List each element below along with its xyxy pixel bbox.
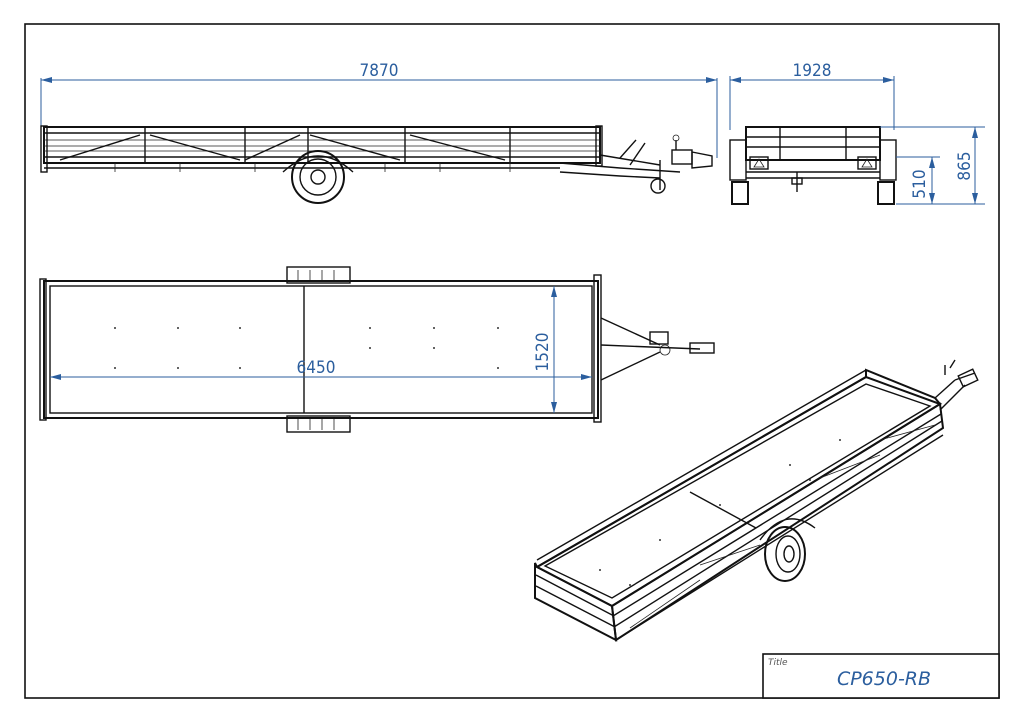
deck-length-label: 6450 — [297, 358, 336, 378]
dimension-overall-height: 865 — [880, 126, 985, 205]
overall-length-label: 7870 — [360, 61, 399, 81]
dimension-deck-width: 1520 — [533, 286, 557, 413]
side-wheel — [291, 150, 345, 204]
dimension-deck-height: 510 — [896, 156, 940, 204]
front-view: 1928 865 — [729, 61, 985, 205]
dimension-deck-length: 6450 — [50, 358, 592, 380]
iso-wheel — [764, 526, 806, 582]
drawing-border — [24, 23, 1000, 699]
isometric-view — [534, 359, 979, 642]
title-label: Title — [768, 658, 788, 668]
overall-width-label: 1928 — [793, 61, 832, 81]
deck-width-label: 1520 — [533, 333, 553, 372]
overall-height-label: 865 — [955, 151, 975, 180]
title-value: CP650-RB — [837, 668, 931, 690]
side-view: 7870 — [40, 61, 718, 204]
deck-height-label: 510 — [910, 169, 930, 198]
dimension-overall-length: 7870 — [40, 61, 718, 158]
title-block: Title CP650-RB — [762, 653, 1000, 699]
dimension-overall-width: 1928 — [729, 61, 895, 130]
top-view: 6450 1520 — [39, 266, 715, 433]
